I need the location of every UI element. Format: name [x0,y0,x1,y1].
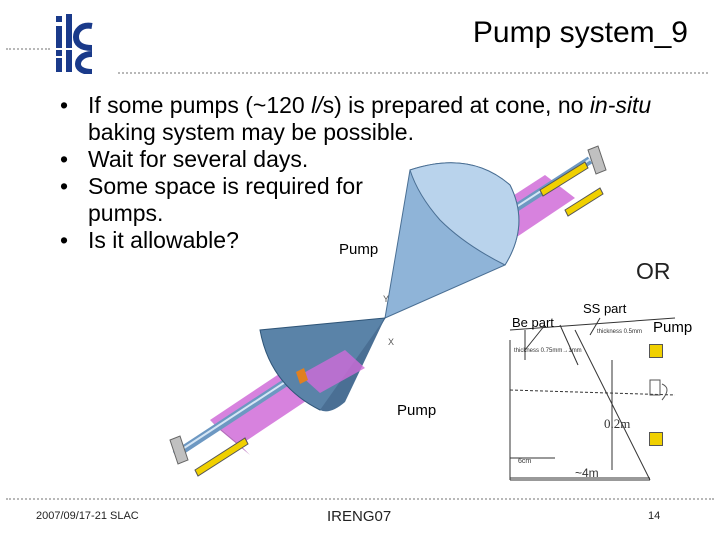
slide-title: Pump system_9 [472,16,688,49]
pump-label-right: Pump [653,319,693,336]
bullet-item-3: Some space is required for pumps. [60,173,408,227]
bullet-1-unit: l/ [311,92,323,118]
be-thickness-note: thickness 0.75mm→1mm [514,348,582,354]
bullet-item-2: Wait for several days. [60,146,710,173]
bullet-2-text: Wait for several days. [88,146,309,172]
pump-box-bottom [649,432,663,446]
dimension-6cm: 6cm [518,458,531,465]
be-part-label: Be part [512,315,554,330]
bullet-3-text: Some space is required for pumps. [88,173,363,226]
header-dotted-line [118,72,708,74]
bullet-item-1: If some pumps (~120 l/s) is prepared at … [60,92,710,146]
bullet-1-text-a: If some pumps (~120 [88,92,312,118]
bullet-list: If some pumps (~120 l/s) is prepared at … [60,92,710,254]
footer-dotted-line [6,498,714,500]
axis-y-label: Y [383,294,389,304]
pump-label-bottom: Pump [397,402,437,419]
footer-date: 2007/09/17-21 SLAC [36,510,139,522]
footer-page-number: 14 [648,510,661,522]
ss-thickness-note: thickness 0.5mm [597,329,642,335]
ilc-logo [52,10,104,74]
bullet-4-text: Is it allowable? [88,227,239,253]
pump-box-top [649,344,663,358]
footer-event: IRENG07 [327,508,392,525]
dimension-4m: ~4m [575,466,599,480]
pump-label-top: Pump [339,241,379,258]
ilc-logo-graphic [56,14,93,74]
or-label: OR [636,258,671,284]
header-dotted-line-left [6,48,50,50]
bullet-1-text-b: s) is prepared at cone, no [322,92,590,118]
axis-x-label: X [388,337,394,347]
bullet-1-text-c: baking system may be possible. [88,119,414,145]
bullet-1-italic: in-situ [589,92,652,118]
bullet-item-4: Is it allowable? [60,227,710,254]
dimension-02m: 0.2m [604,416,630,431]
cross-section-schematic [509,317,676,481]
lower-pump-block [296,350,365,393]
ss-part-label: SS part [583,301,627,316]
